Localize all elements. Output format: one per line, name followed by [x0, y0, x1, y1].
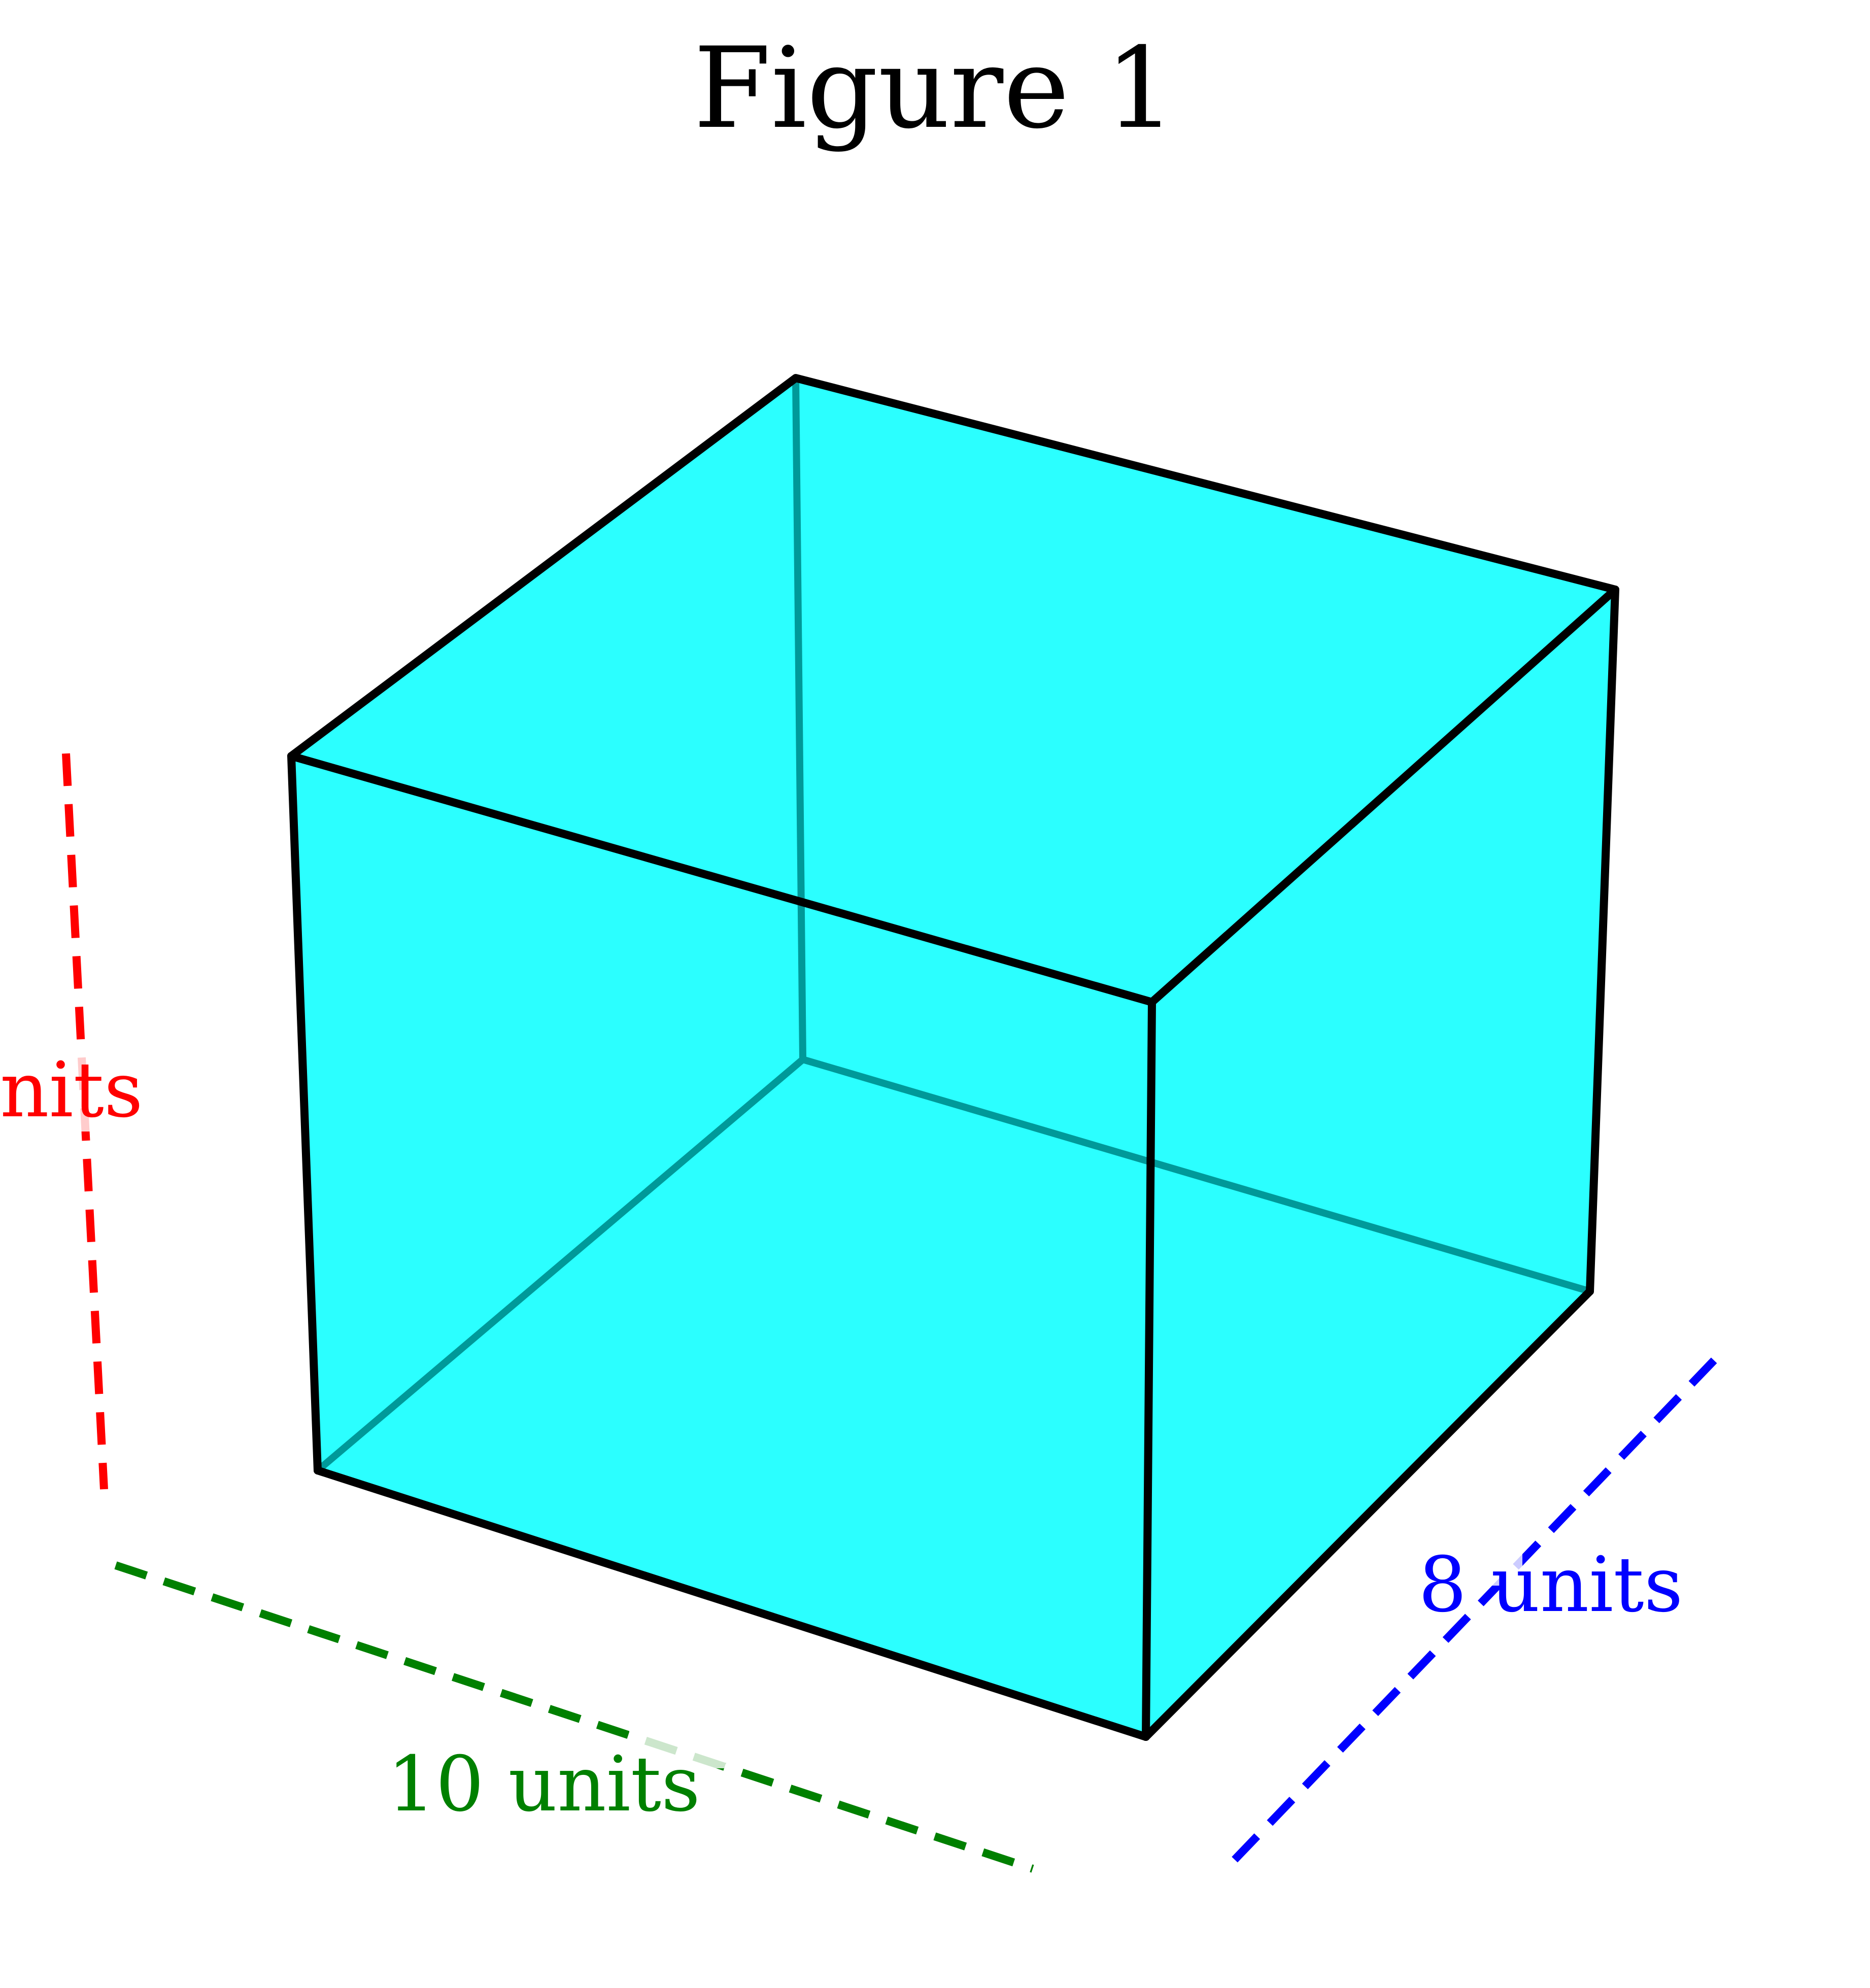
box-faces — [291, 378, 1615, 1737]
front-bottom-edge — [314, 1466, 1150, 1741]
hidden-edge-left — [314, 1056, 806, 1474]
front-left-edge — [287, 752, 322, 1475]
front-right-edge — [1142, 998, 1156, 1741]
depth-label-halo — [1421, 1537, 1522, 1586]
width-label-halo — [629, 1728, 726, 1768]
visible-edges — [287, 374, 1619, 1741]
figure-title: Figure 1 — [694, 23, 1176, 153]
back-right-edge — [1586, 586, 1619, 1295]
box-top-face — [291, 378, 1615, 1002]
depth-dimension-label: 8 units — [1418, 1541, 1683, 1629]
depth-dimension-line — [1232, 1348, 1726, 1863]
hidden-edge-vertical — [792, 374, 806, 1063]
height-label-halo — [71, 1045, 91, 1132]
bottom-right-edge — [1142, 1287, 1594, 1741]
box-front-face — [291, 756, 1152, 1737]
height-dimension-label: nits — [0, 1046, 143, 1135]
box-right-face — [1146, 590, 1615, 1737]
width-dimension-label: 10 units — [387, 1740, 700, 1829]
hidden-edges — [314, 374, 1593, 1474]
hidden-edge-right — [799, 1056, 1593, 1295]
width-dimension-line — [114, 1561, 1034, 1873]
